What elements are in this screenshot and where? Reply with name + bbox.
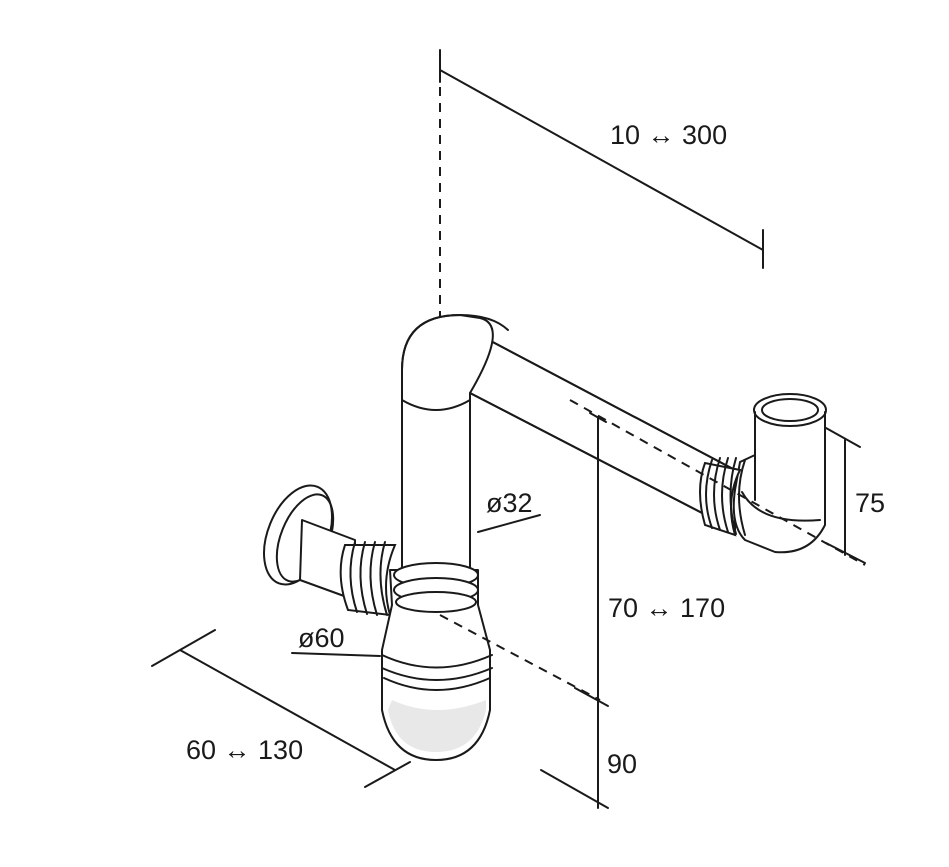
dimension-label-diameter-32: ø32 — [486, 488, 533, 518]
axis-dashed-arm — [569, 399, 866, 566]
dimension-right — [825, 427, 866, 564]
axis-dashed-lower — [439, 614, 601, 701]
vertical-pipe — [401, 313, 509, 571]
dimension-middle — [540, 412, 609, 809]
leader-d32 — [477, 514, 541, 533]
dimension-left — [151, 629, 411, 788]
wall-flange — [263, 484, 356, 601]
left-collar — [339, 541, 397, 617]
dimension-label-left: 60 ↔ 130 — [186, 735, 304, 765]
dimension-label-outlet-height: 75 — [855, 488, 886, 518]
right-collar — [699, 457, 746, 537]
bottle-trap — [381, 562, 493, 761]
outlet-elbow — [732, 393, 827, 554]
leader-d60 — [291, 652, 381, 657]
dimension-top — [439, 49, 764, 269]
dimension-label-top: 10 ↔ 300 — [610, 120, 728, 150]
dimension-label-diameter-60: ø60 — [298, 623, 345, 653]
dimension-label-middle: 70 ↔ 170 — [608, 593, 726, 623]
dimension-label-bottom-height: 90 — [607, 749, 638, 779]
